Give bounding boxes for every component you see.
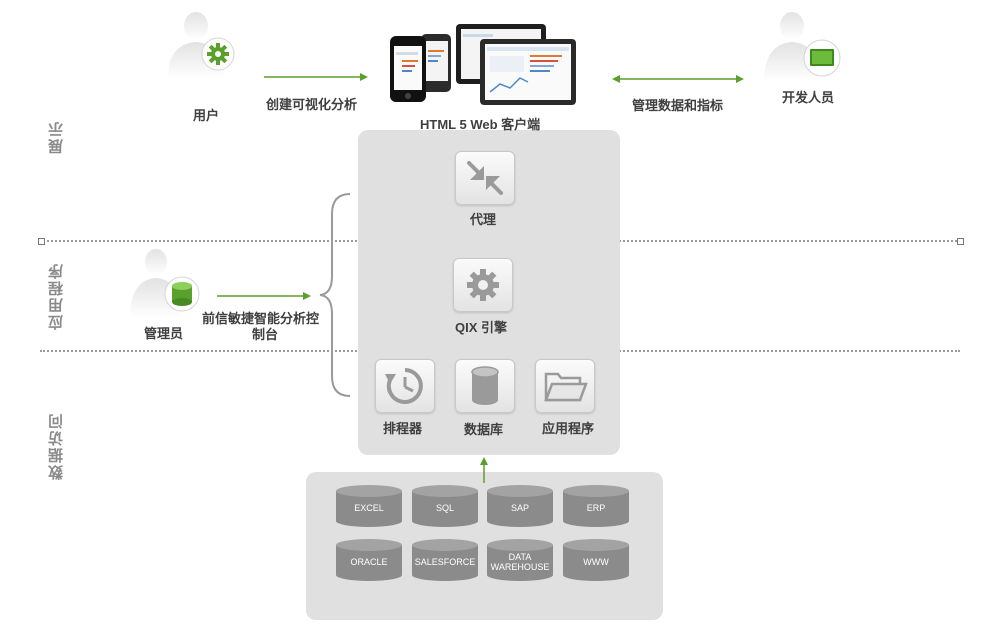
source-label: EXCEL [354, 503, 384, 513]
source-label: WWW [583, 557, 609, 567]
client-label: HTML 5 Web 客户端 [420, 117, 541, 132]
source-www: WWW [563, 539, 629, 581]
source-data-warehouse: DATA WAREHOUSE [487, 539, 553, 581]
source-label: ERP [586, 503, 606, 513]
layer-label-application: 应用程序 [48, 262, 65, 330]
source-label: SALESFORCE [414, 557, 476, 567]
proxy-label: 代理 [470, 212, 497, 227]
source-excel: EXCEL [336, 485, 402, 527]
apps-label: 应用程序 [542, 421, 595, 436]
create-viz-label: 创建可视化分析 [266, 97, 358, 112]
folder-icon [544, 372, 588, 402]
arrow-sources-to-server [480, 457, 488, 483]
scheduler-tile [375, 359, 435, 413]
bracket [319, 193, 351, 397]
console-label-line1: 前信敏捷智能分析控 [202, 311, 320, 326]
source-erp: ERP [563, 485, 629, 527]
proxy-icon [467, 161, 503, 195]
source-label: SQL [435, 503, 454, 513]
developer-label: 开发人员 [782, 90, 835, 105]
gear-icon [467, 269, 499, 301]
database-label: 数据库 [464, 422, 504, 437]
layer-label-presentation: 展示 [48, 120, 65, 154]
arrow-admin-to-server [217, 292, 311, 300]
user-person-icon [168, 12, 235, 78]
layer-label-data-access: 数据访问 [48, 412, 65, 480]
console-label-line2: 制台 [252, 327, 279, 342]
source-oracle: ORACLE [336, 539, 402, 581]
separator-handle-left [38, 238, 45, 245]
separator-handle-right [957, 238, 964, 245]
database-icon [471, 366, 499, 405]
engine-tile [453, 258, 513, 312]
apps-tile [535, 359, 595, 413]
scheduler-label: 排程器 [383, 421, 423, 436]
admin-label: 管理员 [144, 326, 184, 341]
engine-label: QIX 引擎 [455, 320, 508, 335]
source-label: SAP [510, 503, 529, 513]
developer-person-icon [764, 12, 841, 82]
arrow-user-to-client [264, 73, 368, 81]
admin-person-icon [130, 249, 200, 318]
source-sap: SAP [487, 485, 553, 527]
database-tile [455, 359, 515, 413]
clock-icon [385, 368, 423, 404]
source-label: ORACLE [350, 557, 388, 567]
user-label: 用户 [193, 108, 220, 123]
proxy-tile [455, 151, 515, 205]
source-label: DATA WAREHOUSE [490, 552, 550, 572]
manage-data-label: 管理数据和指标 [632, 98, 724, 113]
source-salesforce: SALESFORCE [412, 539, 478, 581]
devices-image [390, 24, 576, 105]
arrow-client-developer [612, 75, 744, 83]
source-sql: SQL [412, 485, 478, 527]
